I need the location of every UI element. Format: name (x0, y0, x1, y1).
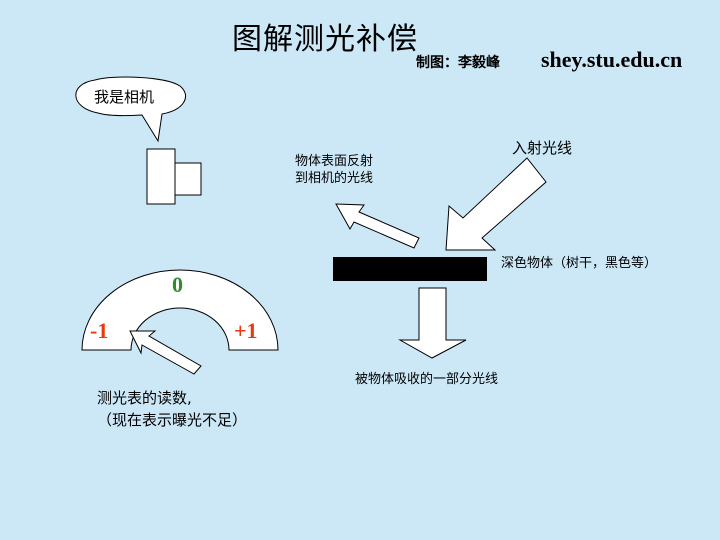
absorbed-light-label: 被物体吸收的一部分光线 (355, 372, 499, 387)
website-label: shey.stu.edu.cn (541, 47, 683, 72)
meter-dial (81, 269, 279, 351)
page-title: 图解测光补偿 (232, 22, 418, 57)
incident-light-arrow (445, 157, 547, 251)
camera-lens (174, 162, 202, 196)
meter-needle (129, 330, 202, 375)
reflected-light-label-line2: 到相机的光线 (295, 171, 374, 186)
speech-bubble (75, 76, 186, 143)
meter-mark-minus-one: -1 (90, 318, 109, 343)
meter-caption-line1: 测光表的读数, (97, 389, 192, 407)
meter-caption-line2: （现在表示曝光不足） (97, 411, 248, 429)
object-label: 深色物体（树干，黑色等） (501, 256, 658, 271)
reflected-light-label-line1: 物体表面反射 (295, 154, 374, 169)
reflected-light-arrow (335, 203, 420, 249)
meter-mark-zero: 0 (172, 272, 183, 297)
camera-speech-text: 我是相机 (94, 88, 155, 106)
incident-light-label: 入射光线 (512, 139, 573, 157)
credit-label: 制图：李毅峰 (416, 55, 500, 71)
absorbed-light-arrow (398, 287, 467, 359)
camera-body (146, 148, 176, 205)
meter-mark-plus-one: +1 (234, 318, 258, 343)
dark-object (333, 257, 487, 281)
